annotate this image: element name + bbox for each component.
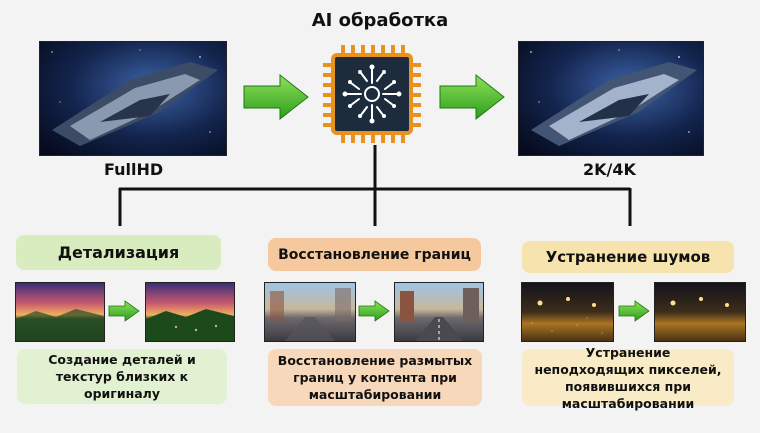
feature-detail-before-image <box>15 282 105 342</box>
input-resolution-label: FullHD <box>104 160 164 179</box>
right-arrow-icon <box>358 300 390 322</box>
right-arrow-icon <box>108 300 140 322</box>
page-title: AI обработка <box>311 10 449 31</box>
feature-denoise-before-image <box>521 282 614 342</box>
feature-denoise-after-image <box>654 282 746 342</box>
feature-edges-after-image <box>394 282 484 342</box>
ai-chip-icon <box>323 45 421 143</box>
feature-denoise-description: Устранение неподходящих пикселей, появив… <box>522 345 734 411</box>
right-arrow-icon <box>243 73 309 121</box>
feature-heading-denoise: Устранение шумов <box>522 241 734 273</box>
right-arrow-icon <box>618 300 650 322</box>
input-spaceship-image <box>39 41 227 156</box>
feature-edges-description: Восстановление размытых границ у контент… <box>268 349 482 406</box>
output-resolution-label: 2K/4K <box>583 160 636 179</box>
feature-heading-detail: Детализация <box>16 235 221 270</box>
feature-edges-before-image <box>264 282 356 342</box>
output-spaceship-image <box>518 41 704 156</box>
feature-heading-edges: Восстановление границ <box>268 238 481 271</box>
feature-detail-description: Создание деталей и текстур близких к ори… <box>17 349 227 404</box>
feature-detail-after-image <box>145 282 235 342</box>
right-arrow-icon <box>439 73 505 121</box>
